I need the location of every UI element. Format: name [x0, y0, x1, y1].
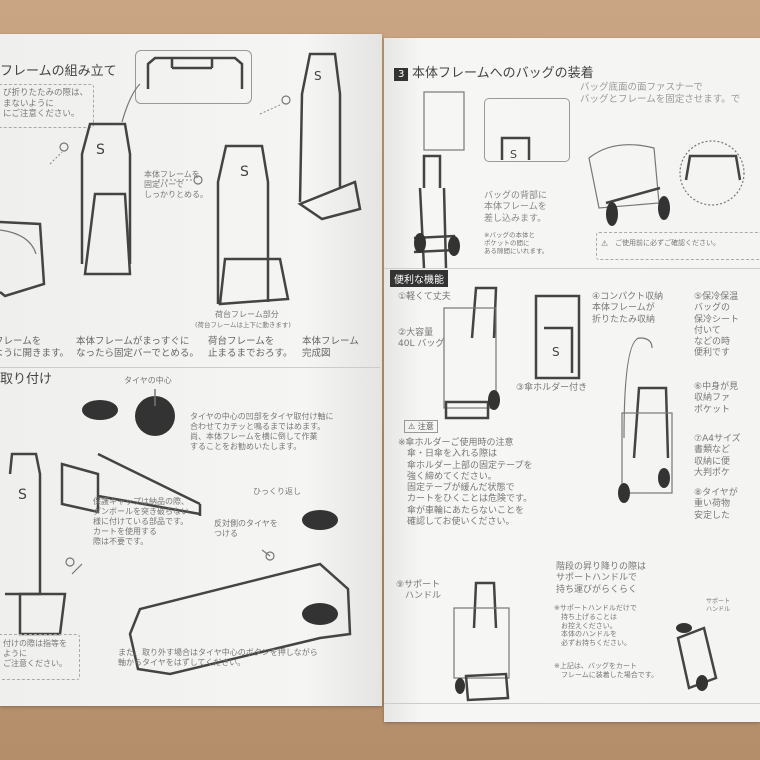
callout-carrier: 荷台フレーム部分	[215, 310, 279, 319]
feature-5: ⑤保冷保温 バッグの 保冷シート 付いて などの時 便利です	[694, 292, 740, 359]
assembly-illustrations: S S S S	[0, 52, 380, 676]
feature-illustrations: S S	[384, 91, 760, 704]
stairs-text: 階段の昇り降りの際は サポートハンドルで 持ち運びがらくらく	[556, 562, 647, 595]
warning-box: ⚠ ご使用前に必ずご確認ください。	[596, 232, 760, 260]
section1-note: び折りたたみの際は、 まないように にご注意ください。	[3, 88, 89, 120]
stairs-note: ※サポートハンドルだけで 持ち上げることは お控えください。 本体のハンドルを …	[554, 604, 637, 647]
feature-4: ④コンパクト収納 本体フレームが 折りたたみ収納	[592, 292, 664, 325]
warning-icon: ⚠	[601, 239, 609, 248]
svg-text:S: S	[314, 69, 322, 83]
section2-note-box: 付けの際は指等を ように ご注意ください。	[0, 634, 80, 680]
tire-center-label: タイヤの中心	[124, 376, 172, 385]
callout-carrier-sub: (荷台フレームは上下に動きます)	[195, 321, 291, 329]
right-page: 3 本体フレームへのバッグの装着 バッグ底面の面ファスナーで バッグとフレームを…	[384, 38, 760, 722]
svg-text:S: S	[18, 487, 27, 503]
other-tire-label: 反対側のタイヤを つける	[214, 519, 278, 538]
flip-label: ひっくり返し	[253, 487, 301, 496]
cap-note: 保護キャップは納品の際、 ダンボールを突き破らない 様に付けている部品です。 カ…	[93, 497, 189, 546]
features-title: 便利な機能	[390, 270, 448, 287]
step-1-caption: フレームを ように開きます。	[0, 336, 70, 359]
insert-sub: ※バッグの本体と ポケットの間に ある隙間にいれます。	[484, 231, 549, 256]
svg-text:S: S	[510, 148, 517, 161]
section1-note-box: び折りたたみの際は、 まないように にご注意ください。	[0, 84, 94, 128]
step-3-caption: 荷台フレームを 止まるまでおろす。	[208, 336, 293, 359]
feature-8: ⑧タイヤが 重い荷物 安定した	[694, 488, 738, 521]
removal-note: また、取り外す場合はタイヤ中心のボタンを押しながら 軸からタイヤをはずしてくださ…	[118, 648, 318, 667]
step-2-caption: 本体フレームがまっすぐに なったら固定バーでとめる。	[76, 336, 199, 359]
section1-title: フレームの組み立て	[0, 64, 117, 79]
bag-detail-inset	[484, 98, 570, 162]
callout-fix-bar: 本体フレームを 固定バーで しっかりとめる。	[144, 170, 208, 199]
svg-text:S: S	[240, 164, 249, 180]
support-handle-label: ⑨サポート ハンドル	[396, 580, 442, 602]
left-page: フレームの組み立て び折りたたみの際は、 まないように にご注意ください。 S …	[0, 34, 382, 706]
warning-text: ご使用前に必ずご確認ください。	[615, 239, 720, 247]
fastener-text: バッグ底面の面ファスナーで バッグとフレームを固定させます。で	[580, 82, 741, 105]
svg-text:S: S	[552, 345, 560, 359]
feature-2: ②大容量 40L バッグ	[398, 328, 445, 350]
feature-1: ①軽くて丈夫	[398, 292, 451, 302]
tire-instructions: タイヤの中心の凹部をタイヤ取付け軸に 合わせてカチッと鳴るまではめます。 尚、本…	[190, 412, 334, 451]
insert-text: バッグの背部に 本体フレームを 差し込みます。	[484, 191, 548, 224]
caution-label: 注意	[417, 422, 434, 431]
svg-text:S: S	[96, 142, 105, 158]
section2-title: 取り付け	[0, 372, 53, 387]
step-4-caption: 本体フレーム 完成図	[302, 336, 359, 359]
section3-title: 本体フレームへのバッグの装着	[412, 66, 594, 81]
caution-icon: ⚠	[408, 422, 416, 431]
side-support-label: サポート ハンドル	[706, 598, 731, 613]
feature-3: ③傘ホルダー付き	[516, 383, 588, 393]
detail-inset	[135, 50, 252, 104]
section3-number: 3	[394, 68, 409, 81]
caution-label-box: ⚠ 注意	[404, 420, 438, 433]
feature-7: ⑦A4サイズ 書類など 収納に便 大判ポケ	[694, 434, 741, 478]
bag-note: ※上記は、バッグをカート フレームに装着した場合です。	[554, 662, 659, 679]
section2-note: 付けの際は指等を ように ご注意ください。	[3, 639, 67, 668]
umbrella-caution: ※傘ホルダーご使用時の注意 傘・日傘を入れる際は 傘ホルダー上部の固定テープを …	[398, 438, 533, 527]
feature-6: ⑥中身が見 収納ファ ポケット	[694, 382, 739, 415]
